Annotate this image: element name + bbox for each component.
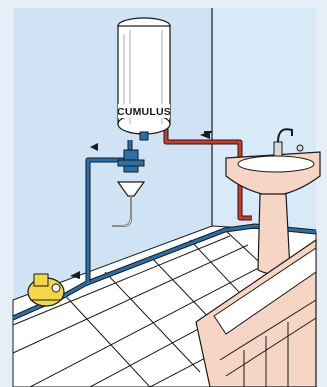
heater-label: CUMULUS (117, 106, 171, 118)
water-heater: CUMULUS (117, 18, 171, 140)
